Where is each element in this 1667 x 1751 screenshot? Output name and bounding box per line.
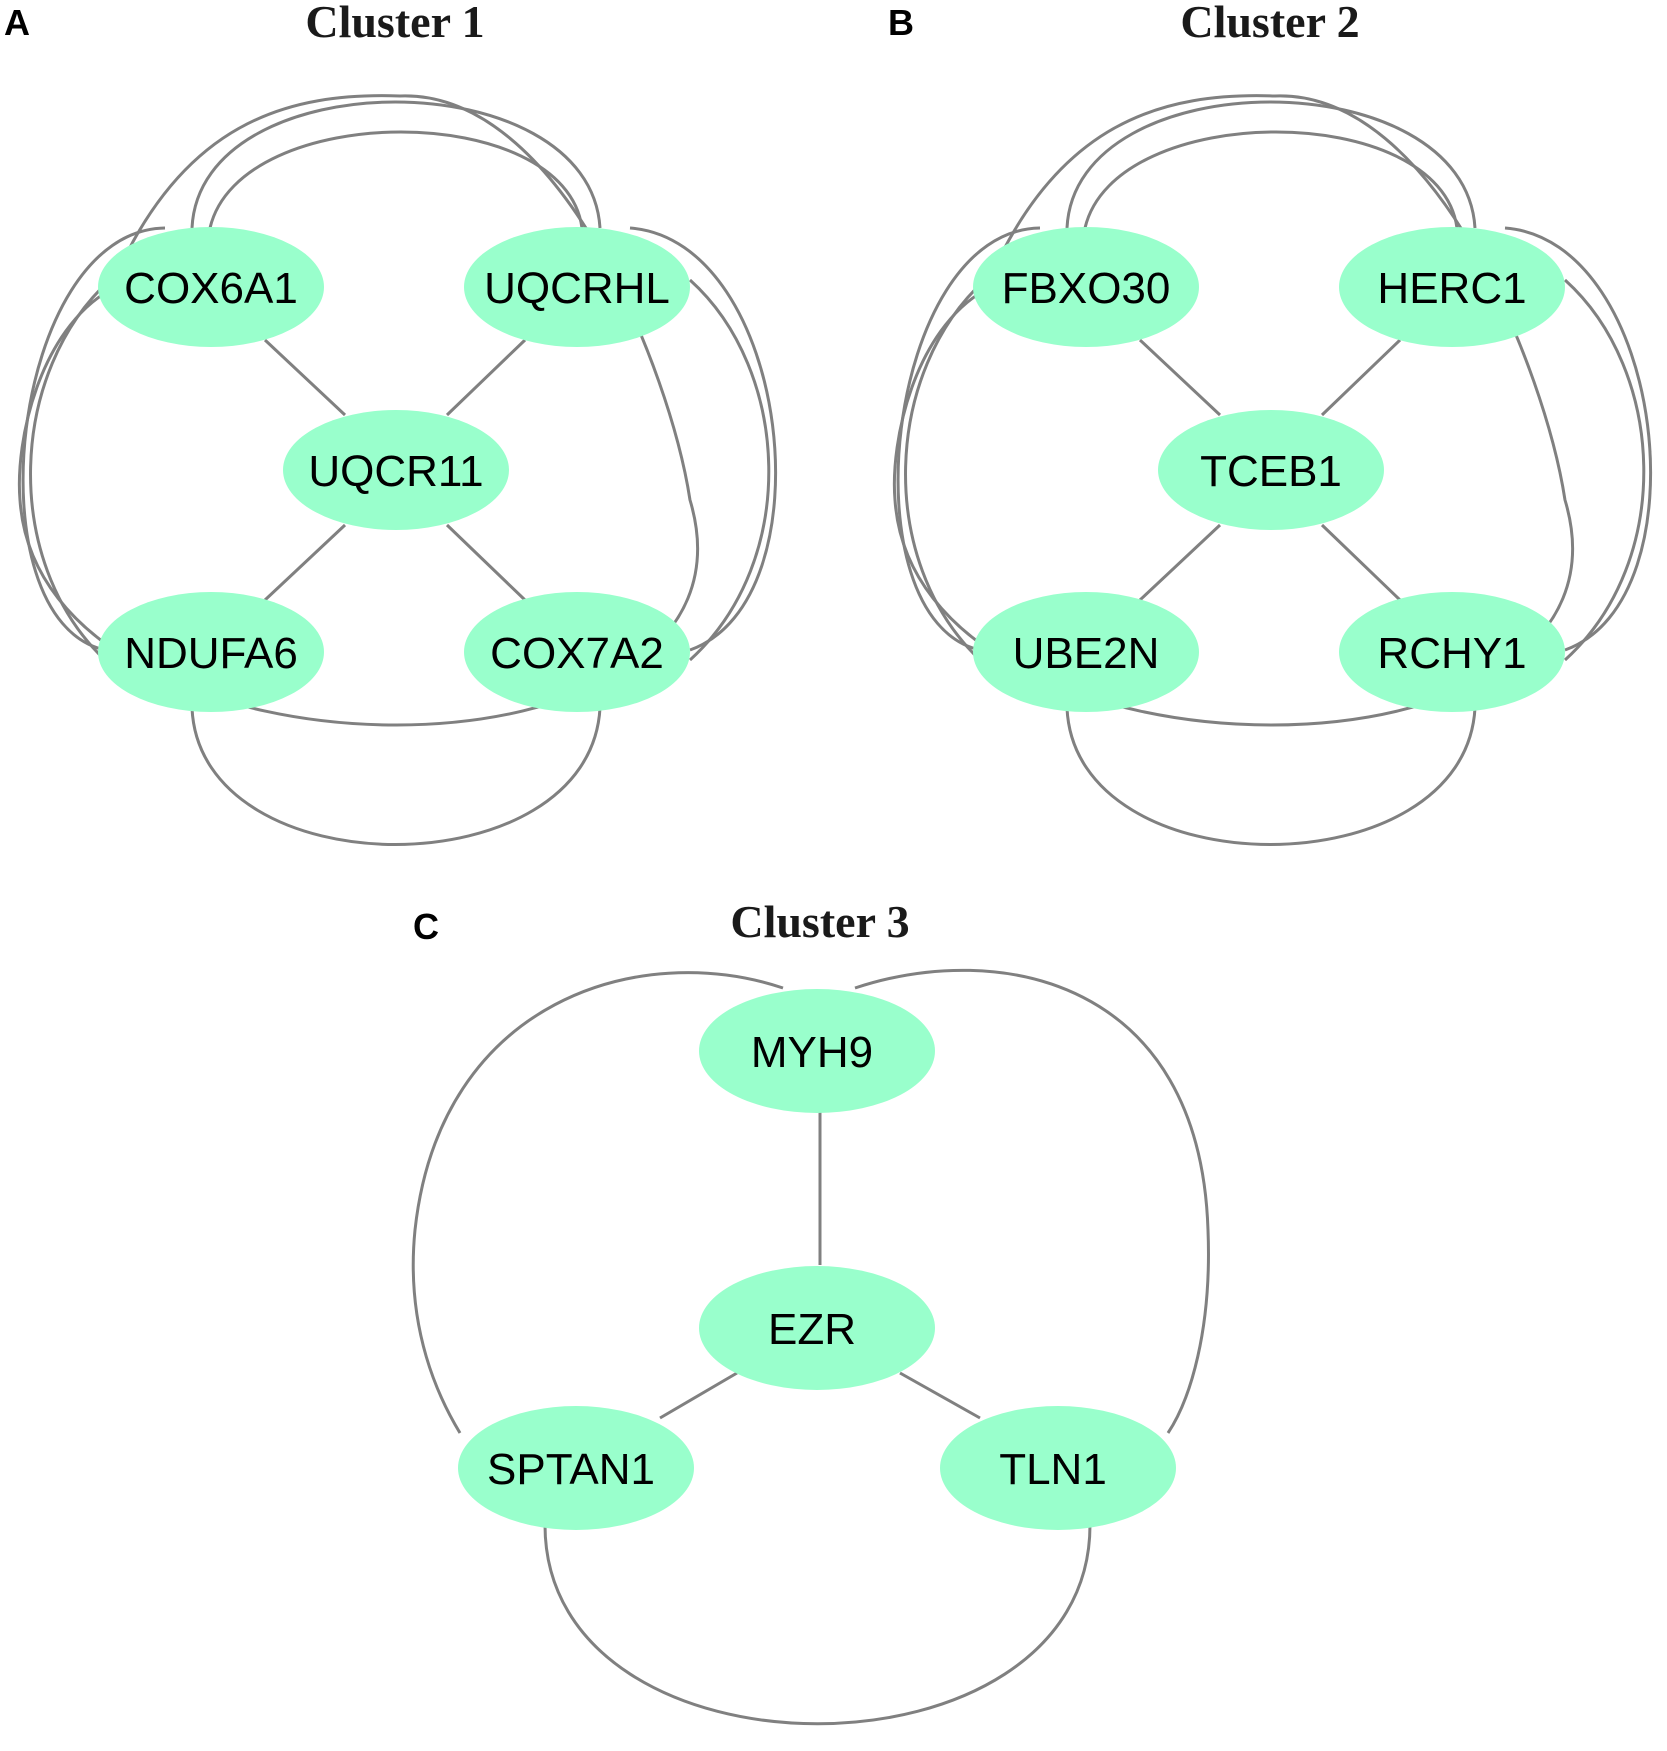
node-cox6a1-shape [98,227,324,347]
edge-cox6a1-cox7a2-right [629,226,778,652]
edge-herc1-rchy1-outer [1563,278,1646,662]
panel-a-edges [17,94,778,846]
node-ube2n-shape [973,592,1199,712]
edge-cox6a1-cox7a2 [17,94,700,727]
panel-c-nodes: MYH9 EZR SPTAN1 TLN1 [458,989,1176,1530]
node-cox6a1[interactable]: COX6A1 [98,227,324,347]
edge-rchy1-tceb1 [1320,523,1402,602]
edge-sptan1-tln1 [543,1524,1092,1726]
node-uqcr11-label: UQCR11 [308,447,483,496]
edge-myh9-sptan1 [411,971,784,1434]
node-rchy1[interactable]: RCHY1 [1339,592,1565,712]
node-ezr-label: EZR [768,1305,856,1354]
node-myh9-label: MYH9 [751,1028,873,1077]
node-tceb1-label: TCEB1 [1200,447,1342,496]
panel-a-nodes: COX6A1 UQCRHL UQCR11 NDUFA6 COX7A2 [98,227,690,712]
panel-b: B Cluster 2 FBXO30 HERC1 [888,0,1653,846]
panel-c: C Cluster 3 MYH9 EZR SP [411,896,1210,1726]
edge-fbxo30-rchy1-right [1504,226,1653,652]
node-sptan1-shape [458,1406,694,1530]
edge-fbxo30-rchy1 [892,94,1575,727]
node-tln1-label: TLN1 [999,1445,1107,1494]
node-herc1-shape [1339,227,1565,347]
node-tln1[interactable]: TLN1 [940,1406,1176,1530]
node-ube2n-label: UBE2N [1013,629,1160,678]
node-fbxo30[interactable]: FBXO30 [973,227,1199,347]
node-ube2n[interactable]: UBE2N [973,592,1199,712]
edge-ndufa6-uqcr11 [263,523,347,602]
node-fbxo30-label: FBXO30 [1002,264,1171,313]
node-uqcr11-shape [283,410,509,530]
edge-fbxo30-tceb1 [1138,338,1222,417]
panel-b-letter: B [888,2,914,43]
node-cox6a1-label: COX6A1 [124,264,298,313]
node-cox7a2[interactable]: COX7A2 [464,592,690,712]
node-uqcrhl-shape [464,227,690,347]
edge-ezr-sptan1 [659,1371,738,1420]
node-uqcrhl-label: UQCRHL [484,264,670,313]
node-ndufa6-shape [98,592,324,712]
node-cox7a2-shape [464,592,690,712]
edge-cox6a1-ndufa6-outer [29,278,112,662]
node-fbxo30-shape [973,227,1199,347]
node-ndufa6-label: NDUFA6 [124,629,298,678]
node-tceb1-shape [1158,410,1384,530]
panel-c-title: Cluster 3 [730,896,909,947]
node-cox7a2-label: COX7A2 [490,629,664,678]
edge-herc1-ube2n [896,226,1041,652]
edge-herc1-tceb1 [1320,338,1402,417]
node-ezr-shape [699,1266,935,1390]
edge-cox6a1-uqcr11 [263,338,347,417]
node-ndufa6[interactable]: NDUFA6 [98,592,324,712]
edge-ube2n-rchy1 [1065,707,1477,846]
edge-uqcrhl-cox7a2-outer [688,278,771,662]
edge-fbxo30-herc1-2 [1083,130,1459,229]
edge-ube2n-tceb1 [1138,523,1222,602]
node-herc1[interactable]: HERC1 [1339,227,1565,347]
panel-c-edges [411,968,1210,1726]
edge-ezr-tln1 [899,1371,981,1420]
edge-uqcrhl-uqcr11 [445,338,527,417]
edge-myh9-tln1 [854,968,1210,1434]
node-rchy1-label: RCHY1 [1377,629,1526,678]
edge-cox6a1-uqcrhl [190,100,602,229]
edge-cox6a1-uqcrhl-2 [208,130,584,229]
node-myh9-shape [699,989,935,1113]
edge-cox7a2-uqcr11 [445,523,527,602]
edge-fbxo30-herc1 [1065,100,1477,229]
node-tln1-shape [940,1406,1176,1530]
edge-ndufa6-cox7a2 [190,707,602,846]
panel-b-nodes: FBXO30 HERC1 TCEB1 UBE2N RCHY1 [973,227,1565,712]
edge-uqcrhl-ndufa6 [21,226,166,652]
panel-a: A Cluster 1 COX6A1 [4,0,778,846]
node-sptan1-label: SPTAN1 [487,1445,655,1494]
node-herc1-label: HERC1 [1377,264,1526,313]
node-rchy1-shape [1339,592,1565,712]
node-uqcr11[interactable]: UQCR11 [283,410,509,530]
node-tceb1[interactable]: TCEB1 [1158,410,1384,530]
panel-a-letter: A [4,2,30,43]
node-ezr[interactable]: EZR [699,1266,935,1390]
node-sptan1[interactable]: SPTAN1 [458,1406,694,1530]
node-uqcrhl[interactable]: UQCRHL [464,227,690,347]
panel-a-title: Cluster 1 [305,0,484,47]
panel-c-letter: C [413,906,439,947]
panel-b-edges [892,94,1653,846]
node-myh9[interactable]: MYH9 [699,989,935,1113]
panel-b-title: Cluster 2 [1180,0,1359,47]
edge-fbxo30-ube2n-outer [904,278,987,662]
